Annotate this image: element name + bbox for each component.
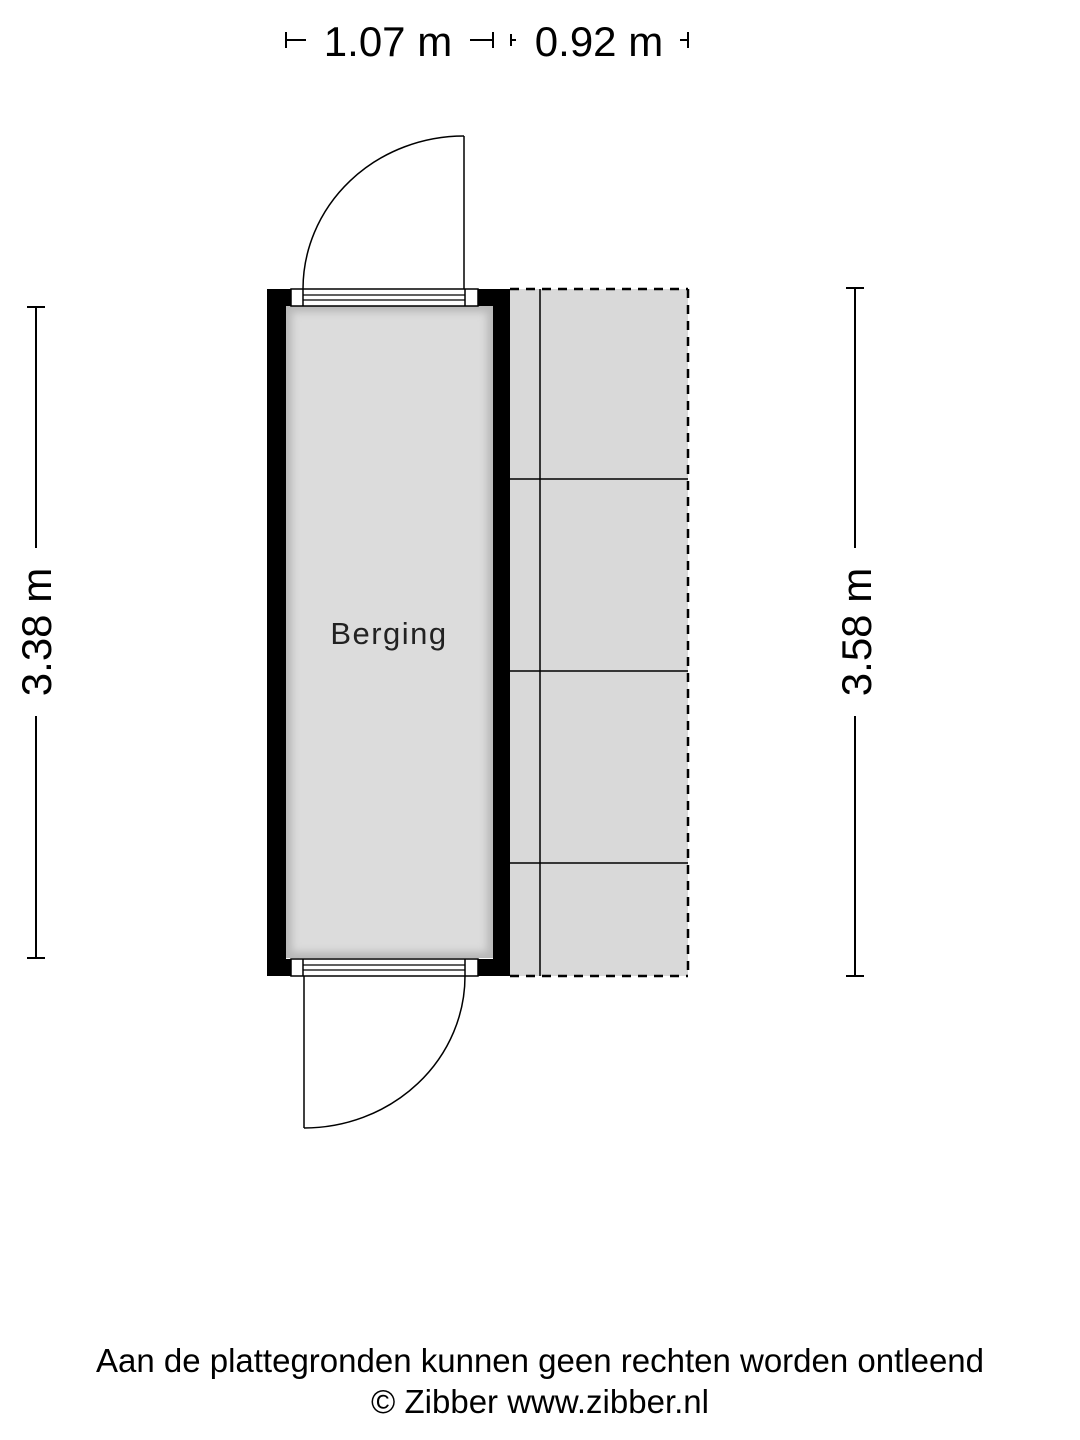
door-top-frame — [290, 288, 479, 307]
door-bottom — [290, 958, 479, 1129]
wall-top-left — [267, 289, 291, 306]
door-bottom-swing-arc — [303, 975, 466, 1129]
room-label-berging: Berging — [330, 616, 447, 651]
wall-left — [267, 289, 286, 976]
footer-disclaimer: Aan de plattegronden kunnen geen rechten… — [95, 1342, 985, 1379]
footer-credit: © Zibber www.zibber.nl — [371, 1383, 709, 1420]
wall-top-right — [478, 289, 510, 306]
terrace-area — [510, 287, 690, 978]
terrace-fill — [510, 289, 688, 976]
wall-bottom-right — [478, 959, 510, 976]
dim-top-right: 0.92 m — [535, 18, 663, 65]
dim-left: 3.38 m — [13, 568, 60, 696]
dim-top-left: 1.07 m — [324, 18, 452, 65]
right-dimension — [846, 287, 864, 977]
top-dimension — [285, 32, 689, 48]
left-dimension — [27, 306, 45, 959]
door-bottom-frame — [290, 958, 479, 977]
wall-bottom-left — [267, 959, 291, 976]
room-berging — [267, 289, 510, 976]
wall-right — [493, 289, 510, 976]
room-floor — [292, 312, 487, 952]
door-top — [290, 135, 479, 307]
dim-right: 3.58 m — [833, 568, 880, 696]
door-top-swing-arc — [302, 135, 465, 290]
